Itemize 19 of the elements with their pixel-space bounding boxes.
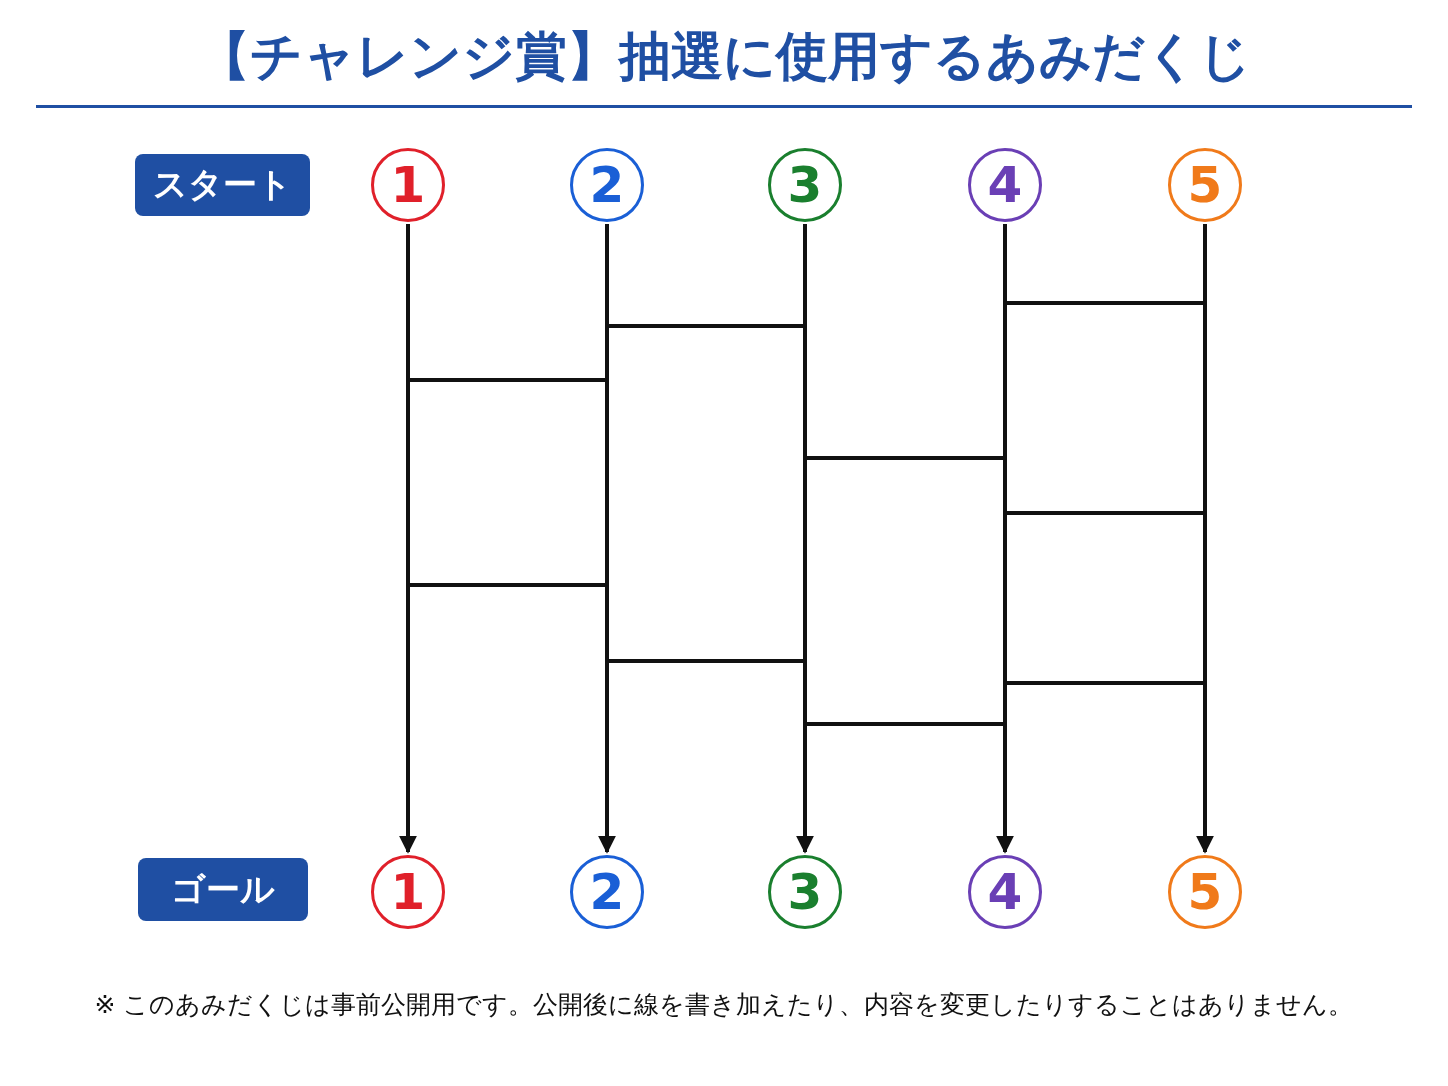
number-circle: 2 <box>570 855 644 929</box>
number-circle: 4 <box>968 855 1042 929</box>
title: 【チャレンジ賞】抽選に使用するあみだくじ <box>196 25 1252 88</box>
number-circle: 4 <box>968 148 1042 222</box>
arrow <box>1196 224 1214 854</box>
arrow <box>996 224 1014 854</box>
goal-label-box: ゴール <box>138 858 308 921</box>
arrow <box>598 224 616 854</box>
number-circle: 1 <box>371 148 445 222</box>
arrow <box>796 224 814 854</box>
start-label-box: スタート <box>135 154 310 216</box>
number-circle: 3 <box>768 148 842 222</box>
number-circle: 3 <box>768 855 842 929</box>
number-circle: 5 <box>1168 148 1242 222</box>
footnote: ※ このあみだくじは事前公開用です。公開後に線を書き加えたり、内容を変更したりすることはありません。 <box>93 989 1355 1021</box>
number-circle: 2 <box>570 148 644 222</box>
number-circle: 5 <box>1168 855 1242 929</box>
number-circle: 1 <box>371 855 445 929</box>
arrow <box>399 224 417 854</box>
